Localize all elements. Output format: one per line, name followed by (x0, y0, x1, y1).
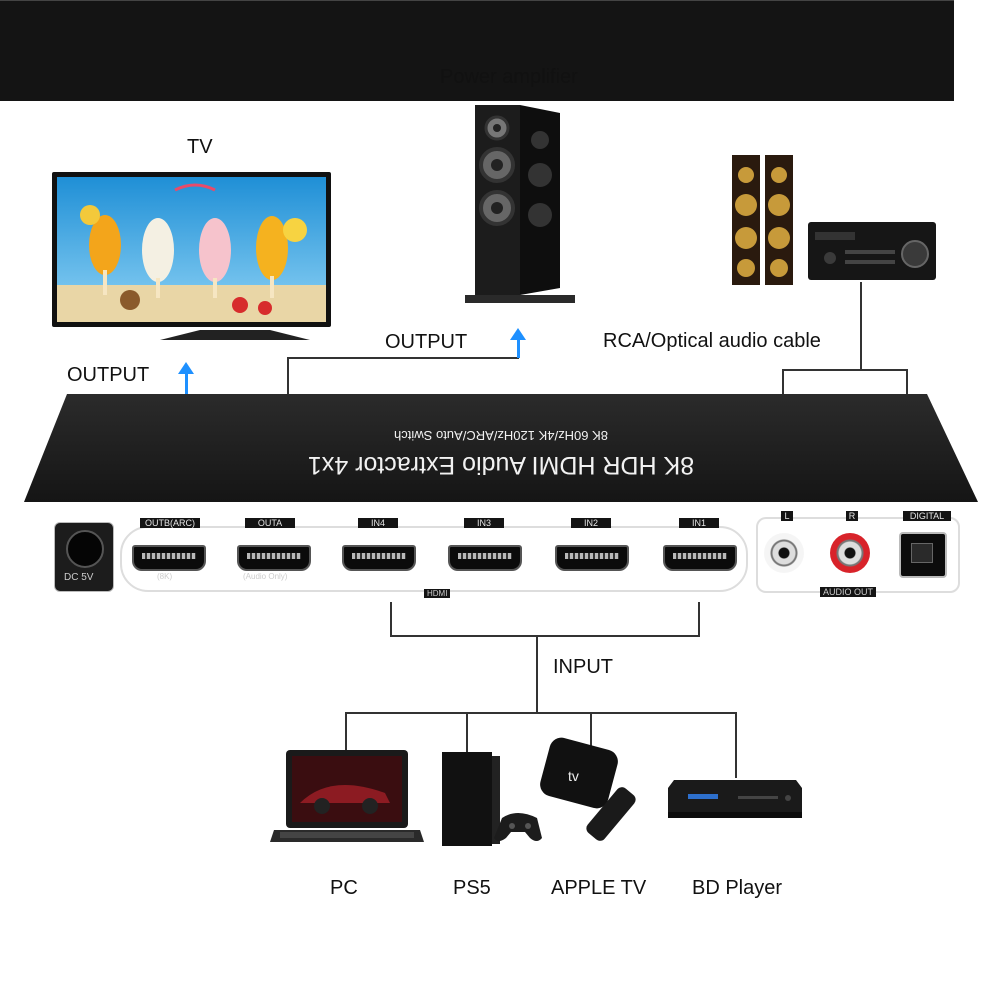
audio-right-label: R (846, 511, 858, 521)
hdmi-group-label: HDMI (424, 589, 451, 598)
power-label: DC 5V (64, 572, 94, 583)
tv-illustration (52, 172, 331, 340)
apple-tv-illustration: tv (540, 737, 636, 841)
wire-to-apple-tv (590, 712, 592, 752)
hdmi-port-in4[interactable] (342, 545, 416, 571)
source-label-ps5: PS5 (453, 877, 491, 899)
ps5-illustration (442, 752, 542, 846)
source-label-bd-player: BD Player (692, 877, 783, 899)
output-arrow-tv-stem (185, 372, 188, 394)
wire-to-bd-player (735, 712, 737, 778)
audio-out-label: AUDIO OUT (820, 587, 877, 597)
output-arrow-amp-stem (517, 338, 520, 358)
hdmi-port-outb[interactable] (132, 545, 206, 571)
wire-receiver-drop-right (906, 369, 908, 394)
svg-text:tv: tv (568, 768, 579, 784)
speakers-and-receiver-illustration (732, 155, 936, 285)
bd-player-illustration (668, 780, 802, 818)
optical-digital-shutter (911, 543, 933, 563)
device-top-surface (24, 394, 978, 502)
digital-label: DIGITAL (903, 511, 951, 521)
source-label-pc: PC (330, 877, 358, 899)
wire-to-ps5 (466, 712, 468, 752)
port-label-outa: OUTA (245, 518, 295, 528)
device-front-panel (0, 0, 954, 101)
wire-receiver-vertical (860, 282, 862, 370)
wire-input-trunk (536, 635, 538, 713)
port-note-outb: (8K) (157, 572, 173, 581)
power-amplifier-label: Power amplifier (440, 66, 578, 88)
source-label-apple-tv: APPLE TV (551, 877, 647, 899)
hdmi-port-in1[interactable] (663, 545, 737, 571)
wire-amplifier-vertical-left (287, 358, 289, 394)
speaker-tower-illustration (465, 105, 575, 303)
port-label-in4: IN4 (358, 518, 398, 528)
output-arrow-amp (510, 328, 526, 340)
wire-amplifier-horizontal (287, 357, 519, 359)
wire-input-left-drop (390, 602, 392, 636)
device-subtitle: 8K 60Hz/4K 120Hz/ARC/Auto Switch (394, 428, 608, 443)
rca-optical-cable-label: RCA/Optical audio cable (603, 330, 821, 352)
hdmi-port-outa[interactable] (237, 545, 311, 571)
wire-input-horizontal-bottom (345, 712, 737, 714)
pc-laptop-illustration (270, 750, 424, 842)
audio-left-label: L (781, 511, 793, 521)
port-label-outb: OUTB(ARC) (140, 518, 200, 528)
rca-left-jack[interactable] (764, 533, 804, 573)
hdmi-port-in3[interactable] (448, 545, 522, 571)
device-title: 8K HDR HDMI Audio Extractor 4x1 (307, 451, 695, 479)
wire-input-horizontal-top (390, 635, 700, 637)
output-arrow-tv (178, 362, 194, 374)
output-label-middle: OUTPUT (385, 331, 468, 353)
tv-label: TV (187, 136, 213, 158)
port-note-outa: (Audio Only) (243, 572, 288, 581)
wire-to-pc (345, 712, 347, 752)
port-label-in1: IN1 (679, 518, 719, 528)
port-label-in3: IN3 (464, 518, 504, 528)
output-label-left: OUTPUT (67, 364, 150, 386)
power-jack-socket (66, 530, 104, 568)
wire-input-right-drop (698, 602, 700, 636)
hdmi-port-in2[interactable] (555, 545, 629, 571)
port-label-in2: IN2 (571, 518, 611, 528)
wire-receiver-drop-left (782, 369, 784, 394)
rca-right-jack[interactable] (830, 533, 870, 573)
input-label: INPUT (553, 656, 613, 678)
hdmi-port-group (120, 526, 748, 592)
wire-receiver-horizontal (782, 369, 908, 371)
